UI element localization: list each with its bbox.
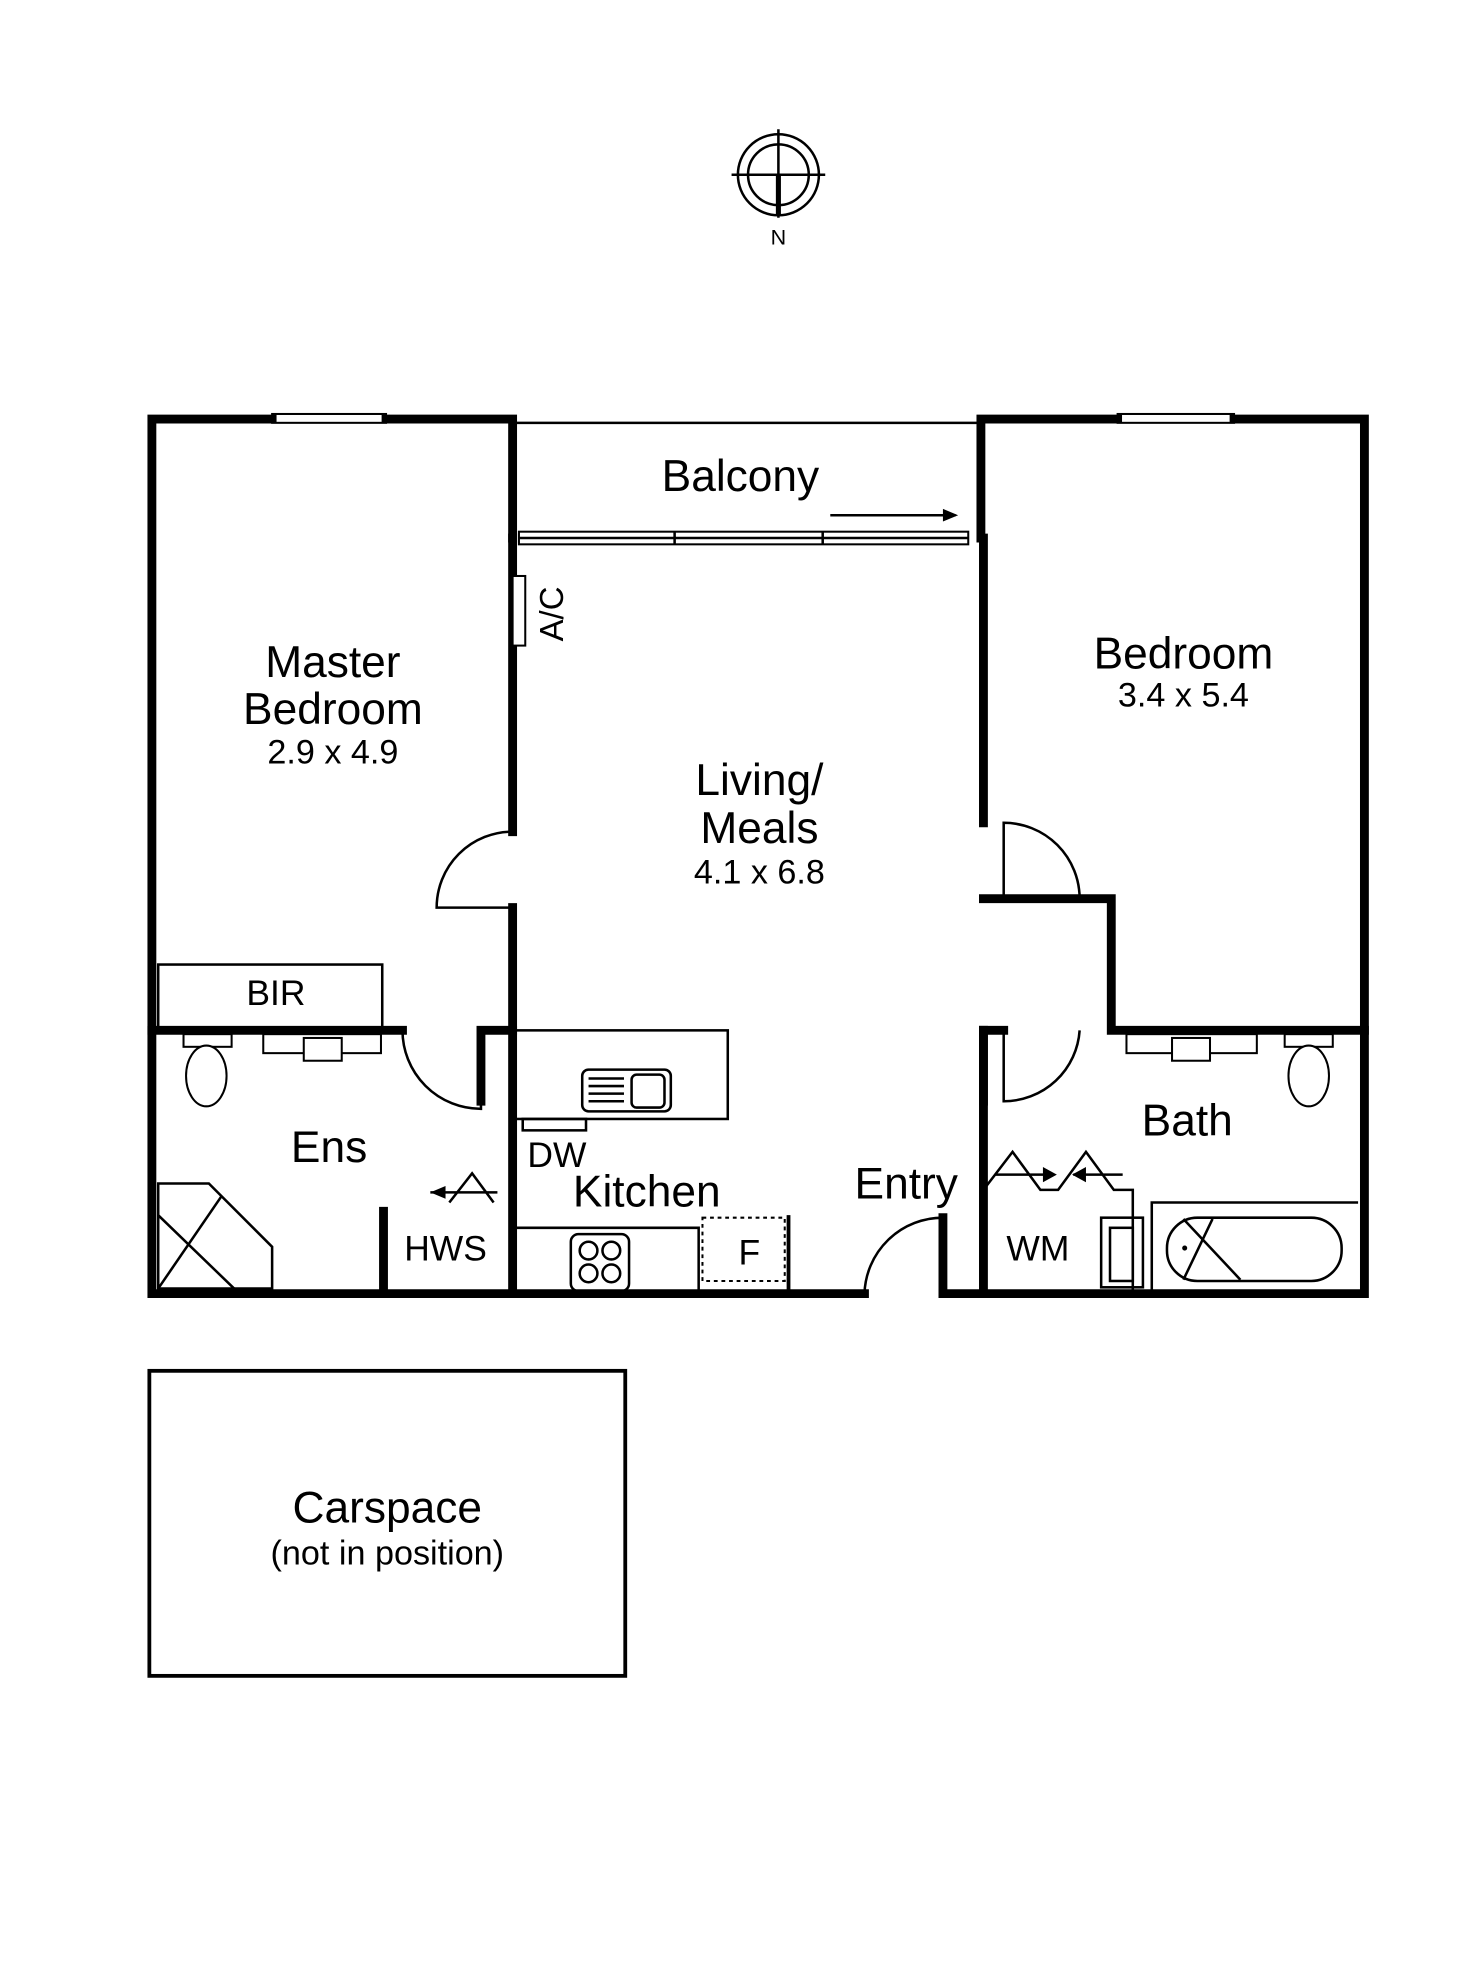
vanity-icon (262, 1033, 382, 1062)
carspace-note: (not in position) (271, 1534, 505, 1572)
ac-unit (511, 574, 527, 647)
bathtub-icon (1150, 1201, 1359, 1294)
room-label-entry: Entry (855, 1160, 959, 1209)
balcony-sliding-door (517, 508, 970, 546)
room-label-master-2: Bedroom (243, 685, 423, 734)
room-dim-living: 4.1 x 6.8 (694, 854, 825, 892)
window (1116, 412, 1236, 424)
north-compass-icon (731, 129, 826, 218)
window (271, 412, 388, 424)
room-label-hws: HWS (404, 1229, 487, 1269)
toilet-icon (182, 1033, 233, 1108)
carspace (147, 1368, 628, 1678)
vanity-icon (1125, 1033, 1258, 1062)
room-label-kitchen: Kitchen (573, 1167, 721, 1216)
shower-icon (156, 1182, 274, 1290)
kitchen-island (511, 1029, 730, 1132)
room-label-master-1: Master (265, 638, 401, 687)
label-wm: WM (1006, 1229, 1069, 1269)
room-dim-master: 2.9 x 4.9 (267, 733, 398, 771)
kitchen-bench (512, 1215, 791, 1294)
toilet-icon (1283, 1033, 1334, 1108)
carspace-label: Carspace (293, 1484, 483, 1533)
label-fridge: F (738, 1233, 760, 1273)
room-label-ens: Ens (291, 1123, 367, 1172)
door-entry (863, 1216, 943, 1294)
room-label-living-1: Living/ (695, 756, 824, 805)
label-dishwasher: DW (527, 1135, 587, 1175)
room-label-bedroom: Bedroom (1094, 629, 1274, 678)
ac-label: A/C (533, 587, 570, 642)
laundry-icon (982, 1149, 1145, 1294)
room-dim-bedroom: 3.4 x 5.4 (1118, 676, 1249, 714)
hws-icon (430, 1171, 498, 1204)
room-label-balcony: Balcony (662, 452, 820, 501)
built-in-robe (156, 963, 384, 1030)
room-label-living-2: Meals (700, 804, 818, 853)
door-bath (1002, 1030, 1081, 1103)
cooktop-icon (569, 1232, 631, 1293)
door-master (435, 830, 513, 909)
room-label-bath: Bath (1142, 1096, 1233, 1145)
door-ens (401, 1030, 483, 1111)
door-bedroom (1002, 821, 1081, 900)
compass-label: N (771, 225, 787, 249)
room-label-bir: BIR (246, 973, 305, 1013)
